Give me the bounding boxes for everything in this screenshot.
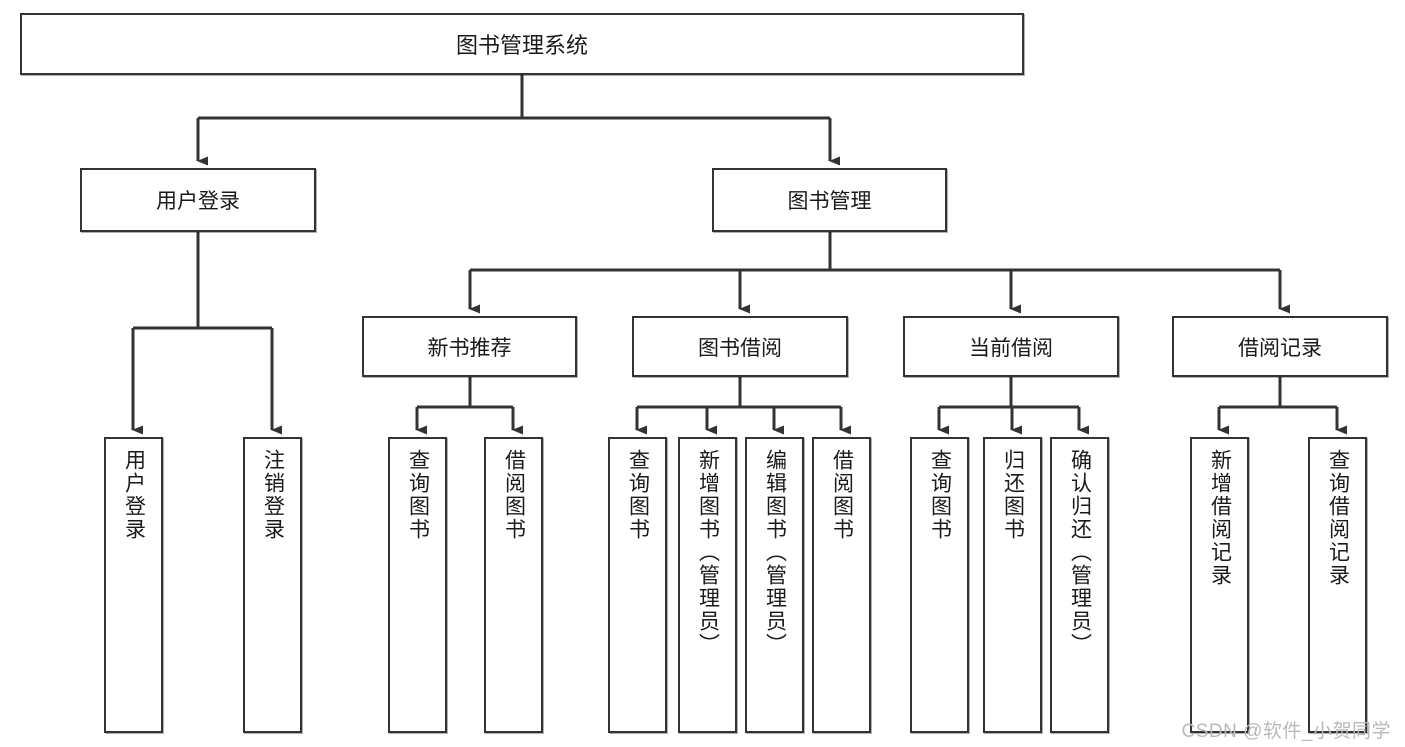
- leaf-inner: 确认归还（管理员）: [1052, 449, 1107, 721]
- leaf-confirm-return-admin-label: 确认归还（管理员）: [1068, 449, 1092, 656]
- node-borrow-record[interactable]: 借阅记录: [1172, 316, 1388, 377]
- leaf-borrow-book-label: 借阅图书: [830, 449, 854, 541]
- node-root-label: 图书管理系统: [455, 33, 588, 58]
- leaf-query-book-current-label: 查询图书: [928, 449, 952, 541]
- watermark: CSDN @软件_小贺同学: [1181, 721, 1391, 742]
- leaf-add-borrow-record-label: 新增借阅记录: [1208, 449, 1232, 587]
- leaf-return-book-label: 归还图书: [1001, 449, 1025, 541]
- leaf-return-book[interactable]: 归还图书: [983, 437, 1042, 733]
- leaf-inner: 用户登录: [106, 449, 161, 721]
- leaf-inner: 借阅图书: [486, 449, 541, 721]
- node-current-borrow-label: 当前借阅: [969, 336, 1053, 360]
- leaf-add-book-admin-label: 新增图书（管理员）: [696, 449, 720, 656]
- node-user-login-label: 用户登录: [156, 190, 240, 213]
- node-book-borrow[interactable]: 图书借阅: [632, 316, 848, 377]
- leaf-edit-book-admin[interactable]: 编辑图书（管理员）: [745, 437, 804, 733]
- leaf-inner: 归还图书: [985, 449, 1040, 721]
- leaf-add-borrow-record[interactable]: 新增借阅记录: [1190, 437, 1249, 733]
- leaf-inner: 查询借阅记录: [1310, 449, 1365, 721]
- leaf-logout-label: 注销登录: [261, 449, 285, 541]
- node-new-book-recommend[interactable]: 新书推荐: [362, 316, 577, 377]
- leaf-inner: 借阅图书: [814, 449, 869, 721]
- leaf-query-book-new-label: 查询图书: [406, 449, 430, 541]
- node-root[interactable]: 图书管理系统: [20, 13, 1024, 75]
- leaf-query-borrow-record[interactable]: 查询借阅记录: [1308, 437, 1367, 733]
- leaf-confirm-return-admin[interactable]: 确认归还（管理员）: [1050, 437, 1109, 733]
- leaf-query-book-current[interactable]: 查询图书: [910, 437, 969, 733]
- leaf-user-login-label: 用户登录: [122, 449, 146, 541]
- node-user-login[interactable]: 用户登录: [80, 168, 316, 232]
- leaf-inner: 新增借阅记录: [1192, 449, 1247, 721]
- node-book-management-label: 图书管理: [787, 190, 872, 213]
- node-borrow-record-label: 借阅记录: [1238, 336, 1322, 360]
- leaf-query-borrow-record-label: 查询借阅记录: [1326, 449, 1350, 587]
- leaf-query-book-new[interactable]: 查询图书: [388, 437, 447, 733]
- node-book-borrow-label: 图书借阅: [698, 336, 782, 360]
- leaf-inner: 查询图书: [912, 449, 967, 721]
- leaf-query-book[interactable]: 查询图书: [608, 437, 667, 733]
- leaf-inner: 编辑图书（管理员）: [747, 449, 802, 721]
- leaf-add-book-admin[interactable]: 新增图书（管理员）: [678, 437, 737, 733]
- node-book-management[interactable]: 图书管理: [712, 168, 947, 232]
- leaf-borrow-book-new[interactable]: 借阅图书: [484, 437, 543, 733]
- leaf-inner: 查询图书: [390, 449, 445, 721]
- leaf-user-login[interactable]: 用户登录: [104, 437, 163, 733]
- node-current-borrow[interactable]: 当前借阅: [903, 316, 1119, 377]
- leaf-borrow-book-new-label: 借阅图书: [502, 449, 526, 541]
- leaf-borrow-book[interactable]: 借阅图书: [812, 437, 871, 733]
- leaf-inner: 新增图书（管理员）: [680, 449, 735, 721]
- node-new-book-recommend-label: 新书推荐: [427, 336, 512, 360]
- leaf-query-book-label: 查询图书: [626, 449, 650, 541]
- leaf-inner: 查询图书: [610, 449, 665, 721]
- leaf-inner: 注销登录: [245, 449, 300, 721]
- leaf-edit-book-admin-label: 编辑图书（管理员）: [763, 449, 787, 656]
- leaf-logout[interactable]: 注销登录: [243, 437, 302, 733]
